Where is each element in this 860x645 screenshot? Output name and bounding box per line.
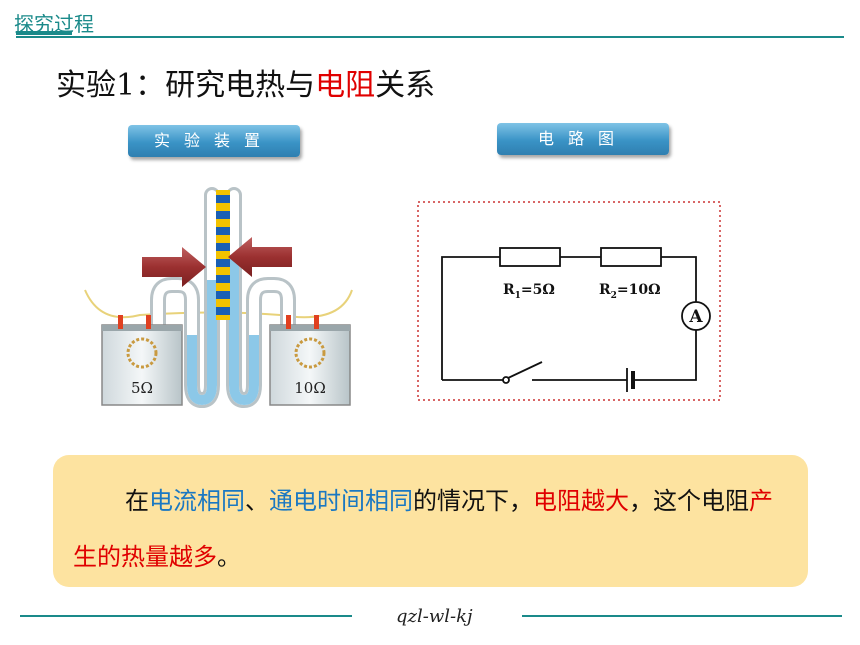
circuit-diagram-button[interactable]: 电路图 (497, 123, 669, 155)
r2-label: R2=10Ω (599, 282, 661, 301)
page-title: 实验1：研究电热与电阻关系 (56, 60, 435, 104)
conclusion-highlight-current: 电流相同 (149, 487, 245, 515)
header-divider (16, 36, 844, 38)
title-suffix: 关系 (375, 68, 436, 103)
footer-code: qzl-wl-kj (396, 606, 473, 627)
footer-divider-right (522, 615, 842, 617)
conclusion-highlight-resistance: 电阻越大 (533, 487, 629, 515)
r1-label: R1=5Ω (503, 282, 555, 301)
conclusion-highlight-heat: 产生的热量越多 (73, 487, 773, 571)
left-resistance-label: 5Ω (131, 379, 153, 397)
conclusion-text: 在电流相同、通电时间相同的情况下，电阻越大，这个电阻产生的热量越多。 (73, 473, 788, 585)
footer-divider-left (20, 615, 352, 617)
ammeter-label: A (688, 307, 703, 327)
conclusion-part: ，这个电阻 (629, 487, 749, 515)
title-prefix: 实验1：研究电热与 (56, 68, 316, 103)
apparatus-button[interactable]: 实验装置 (128, 125, 300, 157)
conclusion-panel: 在电流相同、通电时间相同的情况下，电阻越大，这个电阻产生的热量越多。 (53, 455, 808, 587)
conclusion-part: 。 (217, 543, 241, 571)
title-highlight: 电阻 (315, 68, 376, 103)
circuit-diagram: A R1=5Ω R2=10Ω (417, 201, 721, 401)
conclusion-part: 在 (125, 487, 149, 515)
apparatus-illustration: 5Ω 10Ω (84, 187, 353, 409)
conclusion-part: 、 (245, 487, 269, 515)
conclusion-highlight-time: 通电时间相同 (269, 487, 413, 515)
right-resistance-label: 10Ω (294, 379, 326, 397)
conclusion-part: 的情况下， (413, 487, 533, 515)
header-accent (16, 31, 72, 35)
